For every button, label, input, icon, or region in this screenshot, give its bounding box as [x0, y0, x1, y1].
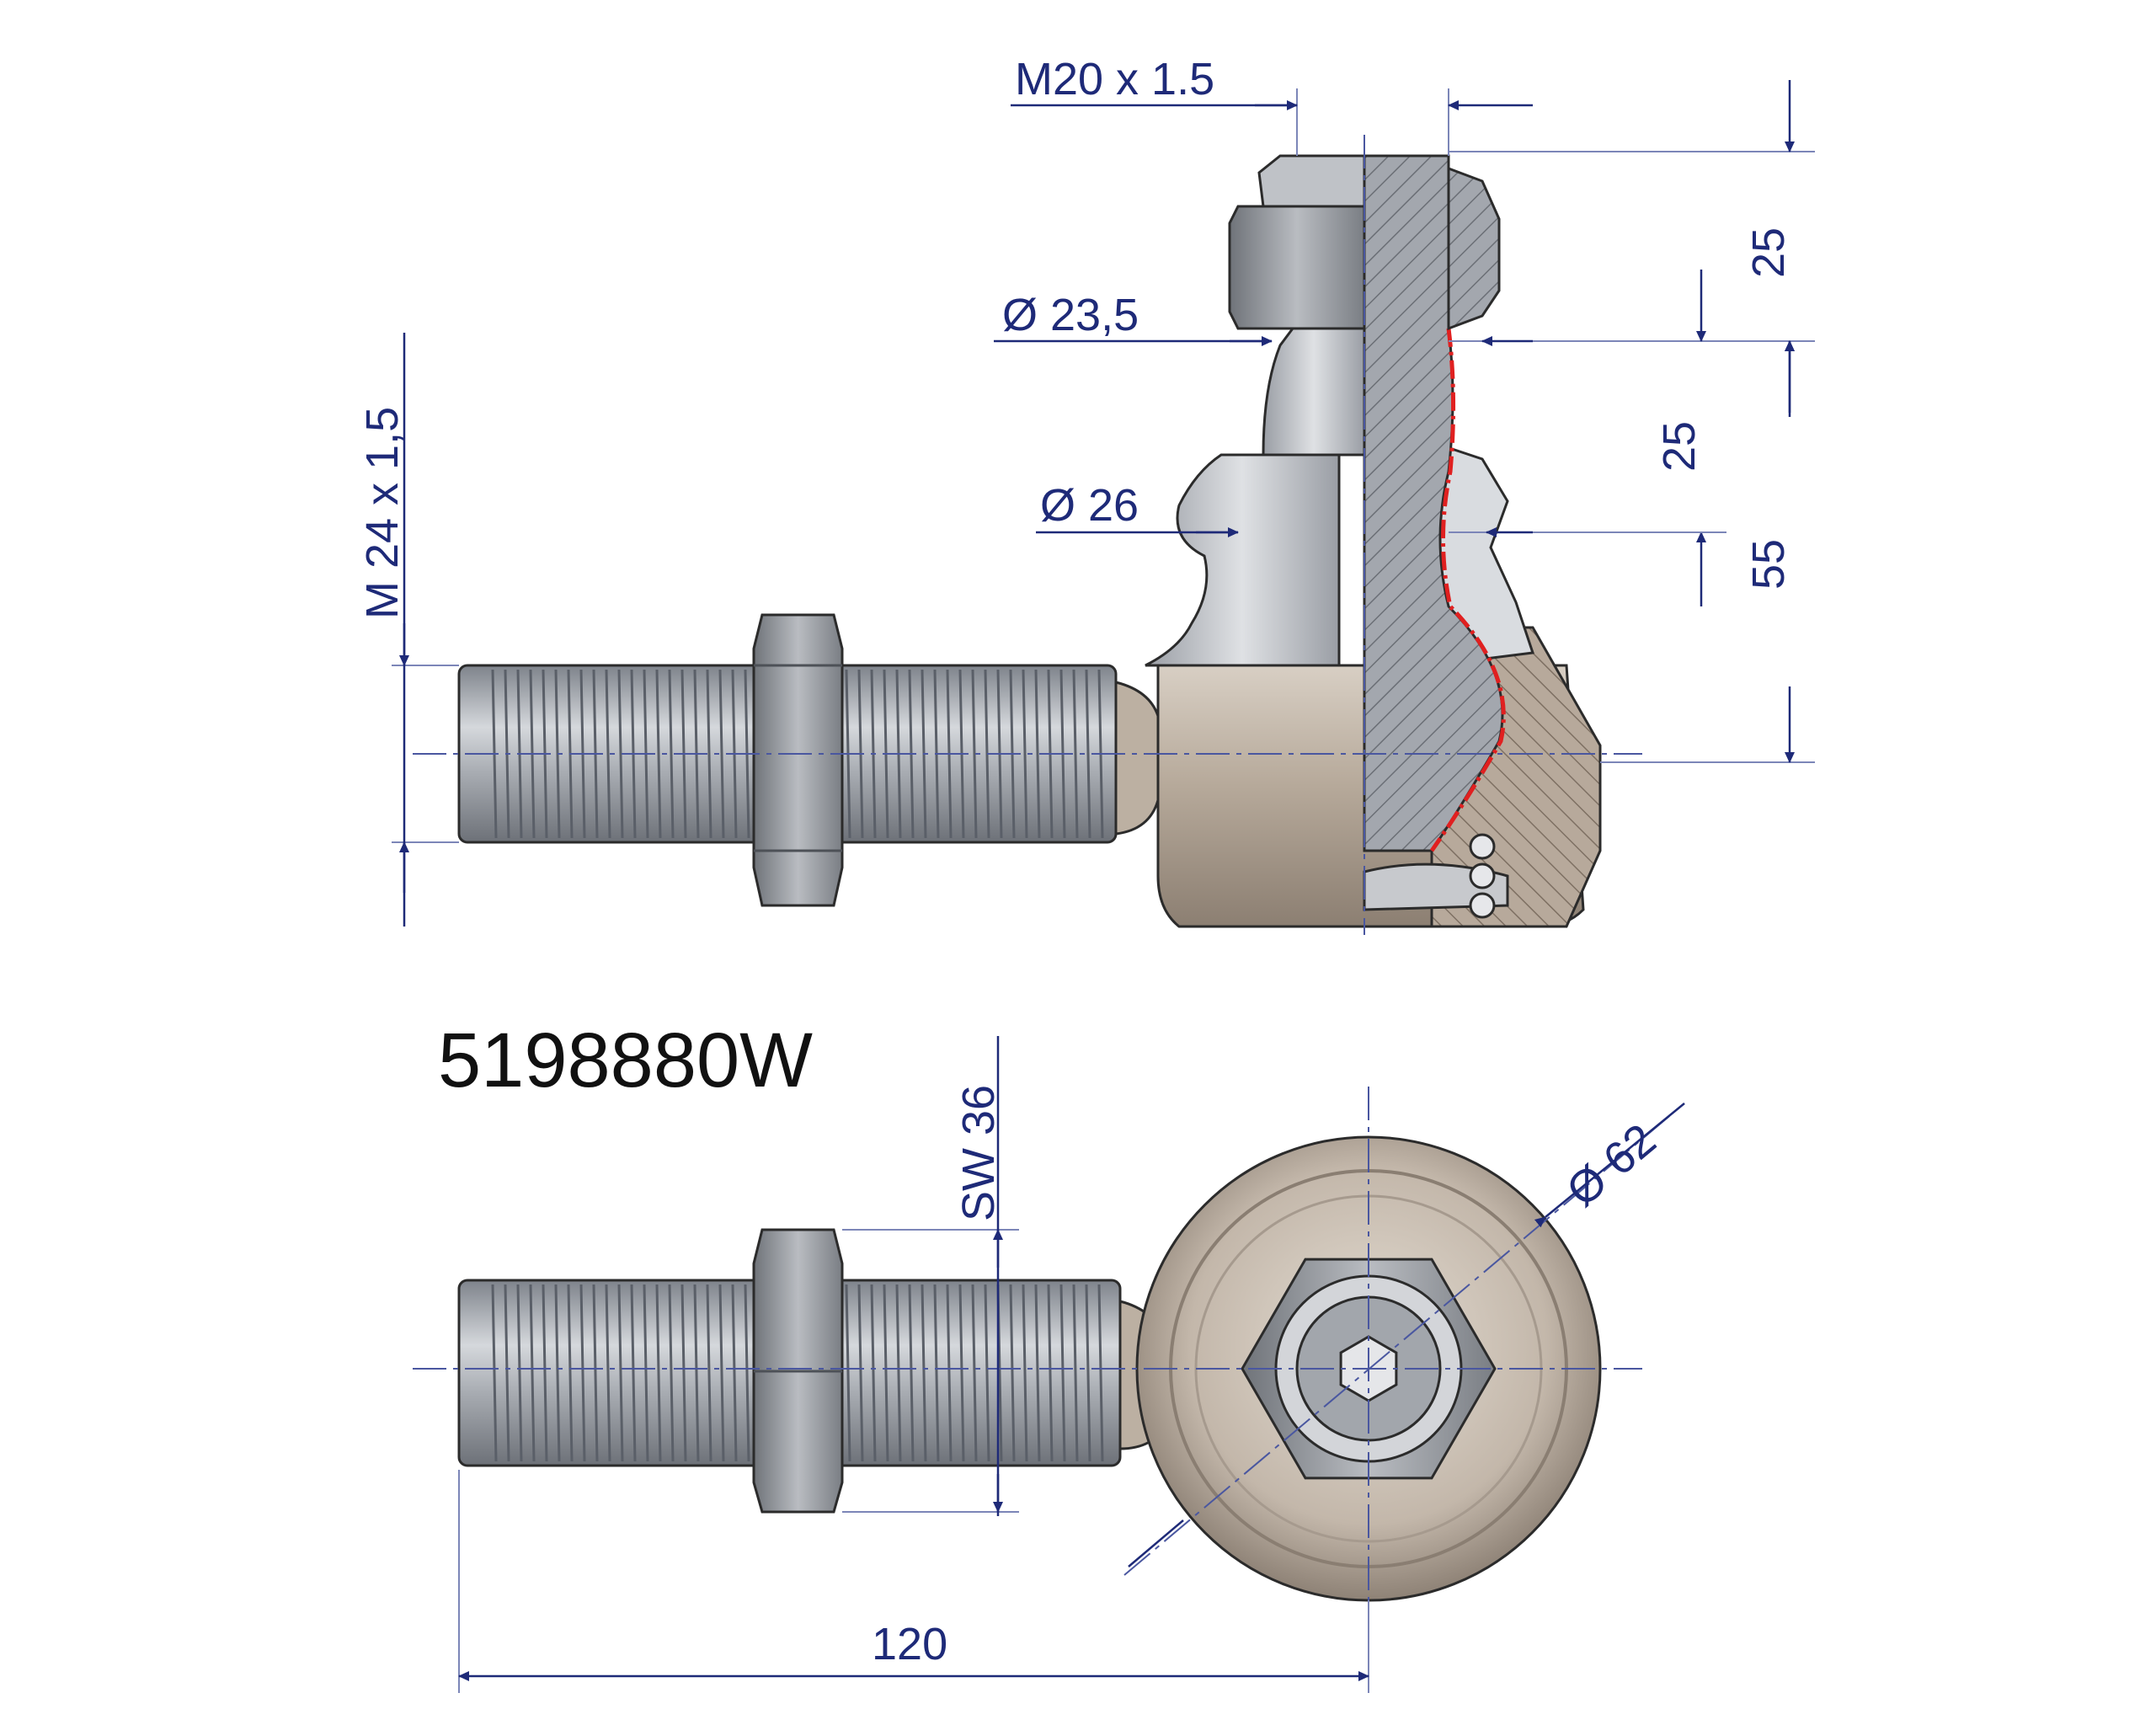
- thread-ridge: [857, 1284, 864, 1462]
- thread-ridge: [958, 1284, 965, 1462]
- thread-ridge: [504, 1284, 510, 1462]
- thread-ridge: [567, 1284, 574, 1462]
- thread-ridge: [542, 1284, 548, 1462]
- total-length-label: 120: [872, 1619, 947, 1669]
- thread-ridge: [655, 669, 662, 839]
- shank-neck: [1114, 681, 1160, 836]
- top-thread-label: M20 x 1.5: [1015, 54, 1214, 104]
- thread-ridge: [643, 1284, 649, 1462]
- thread-ridge: [554, 1284, 561, 1462]
- side-section-view: [413, 135, 1642, 935]
- thread-ridge: [718, 669, 725, 839]
- thread-ridge: [617, 669, 624, 839]
- thread-ridge: [971, 1284, 978, 1462]
- thread-ridge: [1085, 669, 1091, 839]
- thread-ridge: [529, 1284, 536, 1462]
- thread-ridge: [933, 1284, 940, 1462]
- dimensions: M20 x 1.5 25 Ø 23,5 25 Ø 26 55 M 24: [357, 54, 1815, 1693]
- lock-nut-top: [752, 613, 844, 907]
- thread-ridge: [693, 1284, 700, 1462]
- thread-ridge: [883, 1284, 889, 1462]
- thread-ridge: [630, 1284, 637, 1462]
- spring-seat: [1363, 833, 1509, 919]
- wrench-size-label: SW 36: [953, 1085, 1004, 1221]
- thread-ridge: [1097, 1284, 1104, 1462]
- thread-ridge: [908, 1284, 915, 1462]
- thread-ridge: [1022, 1284, 1028, 1462]
- plan-view: [413, 1087, 1685, 1651]
- thread-ridge: [984, 1284, 990, 1462]
- thread-ridge: [731, 1284, 738, 1462]
- pin-diameter-label: Ø 23,5: [1002, 290, 1139, 340]
- thread-ridge: [744, 1284, 750, 1462]
- thread-ridge: [1034, 1284, 1041, 1462]
- thread-ridge: [971, 669, 978, 839]
- thread-ridge: [845, 1284, 851, 1462]
- lock-nut-bottom: [752, 1228, 844, 1514]
- thread-ridge: [1072, 669, 1079, 839]
- body-thread-label: M 24 x 1,5: [357, 407, 408, 619]
- part-number: 5198880W: [438, 1017, 813, 1103]
- eye-diameter-label: Ø 62: [1557, 1114, 1665, 1216]
- ball-height-label: 55: [1743, 539, 1794, 590]
- thread-ridge: [579, 1284, 586, 1462]
- thread-ridge: [1009, 1284, 1016, 1462]
- thread-ridge: [491, 1284, 498, 1462]
- thread-ridge: [516, 1284, 523, 1462]
- thread-ridge: [592, 1284, 599, 1462]
- thread-ridge: [605, 1284, 611, 1462]
- thread-ridge: [718, 1284, 725, 1462]
- pin-taper: [1262, 327, 1366, 457]
- thread-ridge: [1085, 1284, 1091, 1462]
- thread-ridge: [921, 1284, 927, 1462]
- thread-ridge: [605, 669, 611, 839]
- nut-height-label: 25: [1743, 227, 1794, 278]
- thread-ridge: [668, 1284, 675, 1462]
- castle-nut-top: [1228, 154, 1501, 331]
- thread-ridge: [1022, 669, 1028, 839]
- thread-ridge: [1034, 669, 1041, 839]
- thread-ridge: [1047, 1284, 1054, 1462]
- thread-ridge: [1059, 1284, 1066, 1462]
- thread-ridge: [706, 669, 712, 839]
- thread-ridge: [870, 1284, 877, 1462]
- cone-height-label: 25: [1654, 421, 1705, 472]
- thread-ridge: [617, 1284, 624, 1462]
- thread-ridge: [706, 1284, 712, 1462]
- boot-diameter-label: Ø 26: [1040, 480, 1139, 531]
- dust-boot: [1145, 453, 1341, 667]
- thread-ridge: [895, 1284, 902, 1462]
- thread-ridge: [680, 1284, 687, 1462]
- thread-ridge: [1072, 1284, 1079, 1462]
- thread-ridge: [946, 1284, 953, 1462]
- thread-ridge: [668, 669, 675, 839]
- thread-ridge: [655, 1284, 662, 1462]
